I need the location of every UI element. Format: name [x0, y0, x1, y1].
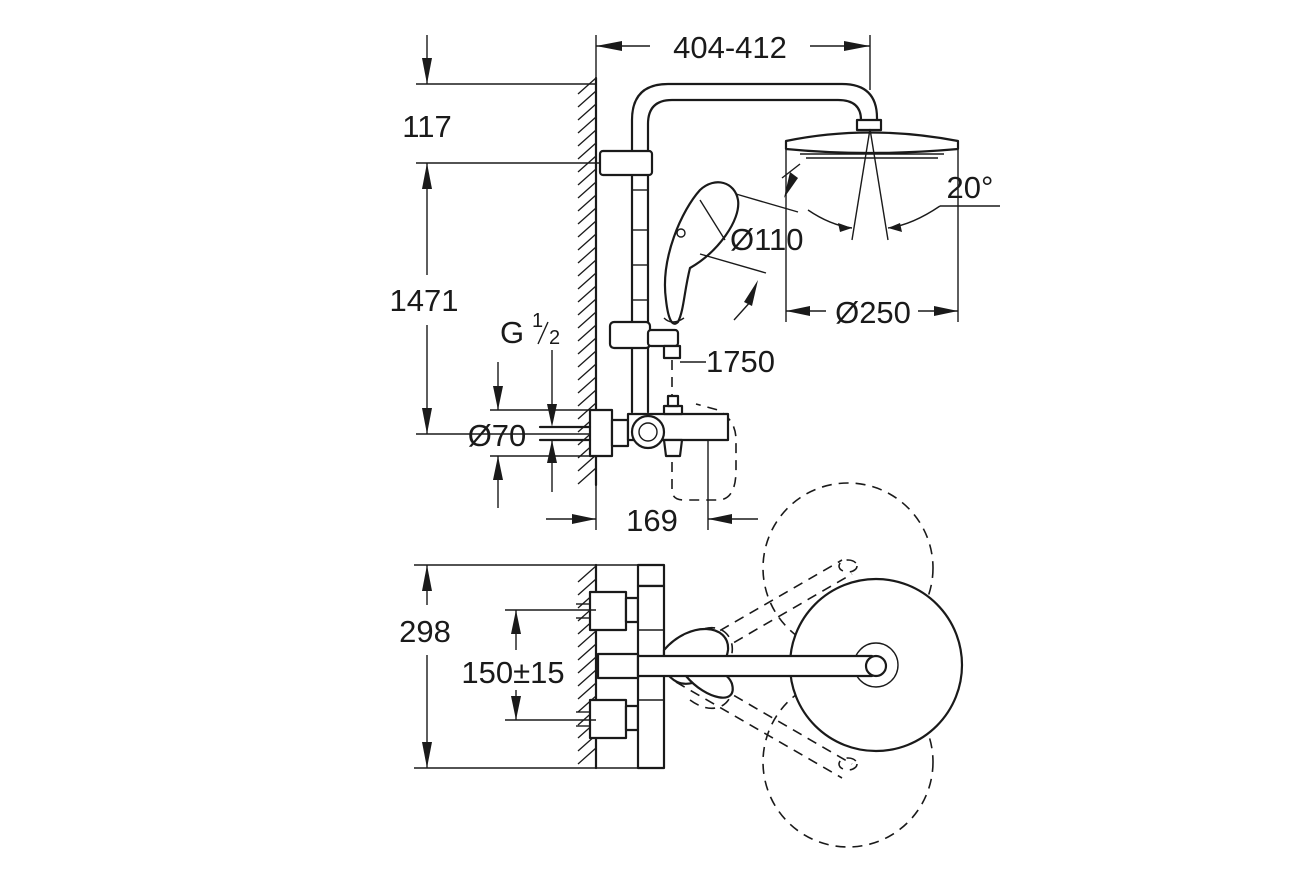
dimension-handshower: Ø110 — [699, 163, 804, 321]
wall-hatch-line — [577, 259, 597, 277]
label-thread-numerator: 1 — [532, 310, 543, 332]
wall-hatch-line — [577, 285, 597, 303]
wall-hatch-line — [577, 669, 597, 687]
wall-hatch-line — [577, 630, 597, 648]
dimension-center-distance: 150±15 — [461, 609, 596, 721]
wall-hatch-line — [577, 116, 597, 134]
side-elevation-view: 404-412 117 1471 G 1 2 — [390, 30, 1000, 538]
label-hose-length: 1750 — [706, 344, 775, 379]
wall-hatch-line — [577, 695, 597, 713]
label-center-distance: 150±15 — [461, 655, 564, 690]
dimension-plan-depth: 298 — [399, 564, 664, 769]
shower-arm — [630, 82, 879, 414]
label-thread-denominator: 2 — [549, 327, 560, 349]
wall-hatch-line — [577, 363, 597, 381]
wall-hatch-line — [577, 77, 597, 95]
thermostat-mixer — [538, 394, 730, 458]
wall-hatch-line — [577, 142, 597, 160]
wall-bracket — [598, 149, 654, 177]
spray-angle-lines — [807, 128, 1000, 241]
wall-hatch-line — [577, 220, 597, 238]
dimension-arm-projection: 404-412 — [595, 30, 871, 90]
wall-hatch-line — [577, 207, 597, 225]
wall-hatch-line — [577, 311, 597, 329]
dimension-connection-thread: G 1 2 — [500, 310, 560, 492]
wall-hatch-line — [577, 246, 597, 264]
wall-hatch-line — [577, 337, 597, 355]
wall-hatch-line — [577, 747, 597, 765]
dimension-spout-projection: 169 — [546, 440, 758, 538]
wall-hatch-line — [577, 682, 597, 700]
riser-rail — [632, 189, 648, 301]
wall-hatch-line — [577, 565, 597, 583]
label-plan-depth: 298 — [399, 614, 451, 649]
wall-hatch-line — [577, 350, 597, 368]
label-escutcheon-diameter: Ø70 — [468, 418, 527, 453]
label-arm-projection: 404-412 — [673, 30, 787, 65]
wall-hatch-line — [577, 129, 597, 147]
label-top-offset: 117 — [402, 109, 451, 144]
plan-view: 298 150±15 — [399, 482, 964, 848]
wall-hatch-line — [577, 194, 597, 212]
hand-shower-holder — [608, 320, 682, 360]
wall-hatch-line — [577, 181, 597, 199]
wall-hatch-line — [577, 454, 597, 472]
dimension-hose-length: 1750 — [680, 344, 775, 379]
wall-hatch-line — [577, 103, 597, 121]
shower-hose — [671, 360, 737, 501]
wall-hatch-line — [577, 656, 597, 674]
wall-hatch-line — [577, 155, 597, 173]
label-head-diameter: Ø250 — [835, 295, 911, 330]
hand-shower — [663, 181, 740, 325]
dimension-tilt-angle: 20° — [947, 170, 994, 205]
label-handshower-diameter: Ø110 — [730, 222, 804, 257]
wall-hatch-line — [577, 298, 597, 316]
dimension-head-diameter: Ø250 — [785, 150, 959, 330]
wall-hatch-line — [577, 643, 597, 661]
wall-hatch-line — [577, 168, 597, 186]
wall-hatch-line — [577, 402, 597, 420]
wall-hatch-line — [577, 376, 597, 394]
label-rail-height: 1471 — [390, 283, 459, 318]
dimension-top-offset: 117 — [402, 35, 596, 144]
wall-hatch-line — [577, 389, 597, 407]
wall-hatch-line — [577, 467, 597, 485]
label-spout-projection: 169 — [626, 503, 678, 538]
label-tilt-angle: 20° — [947, 170, 994, 205]
shower-arm-plan — [596, 652, 888, 680]
wall-hatch-line — [577, 578, 597, 596]
dimension-escutcheon: Ø70 — [468, 362, 590, 508]
wall-hatch-line — [577, 233, 597, 251]
wall-hatch-line — [577, 324, 597, 342]
wall-hatch-line — [577, 272, 597, 290]
label-thread-g: G — [500, 315, 524, 350]
wall-hatch-line — [577, 90, 597, 108]
dimension-rail-height: 1471 — [390, 162, 600, 435]
